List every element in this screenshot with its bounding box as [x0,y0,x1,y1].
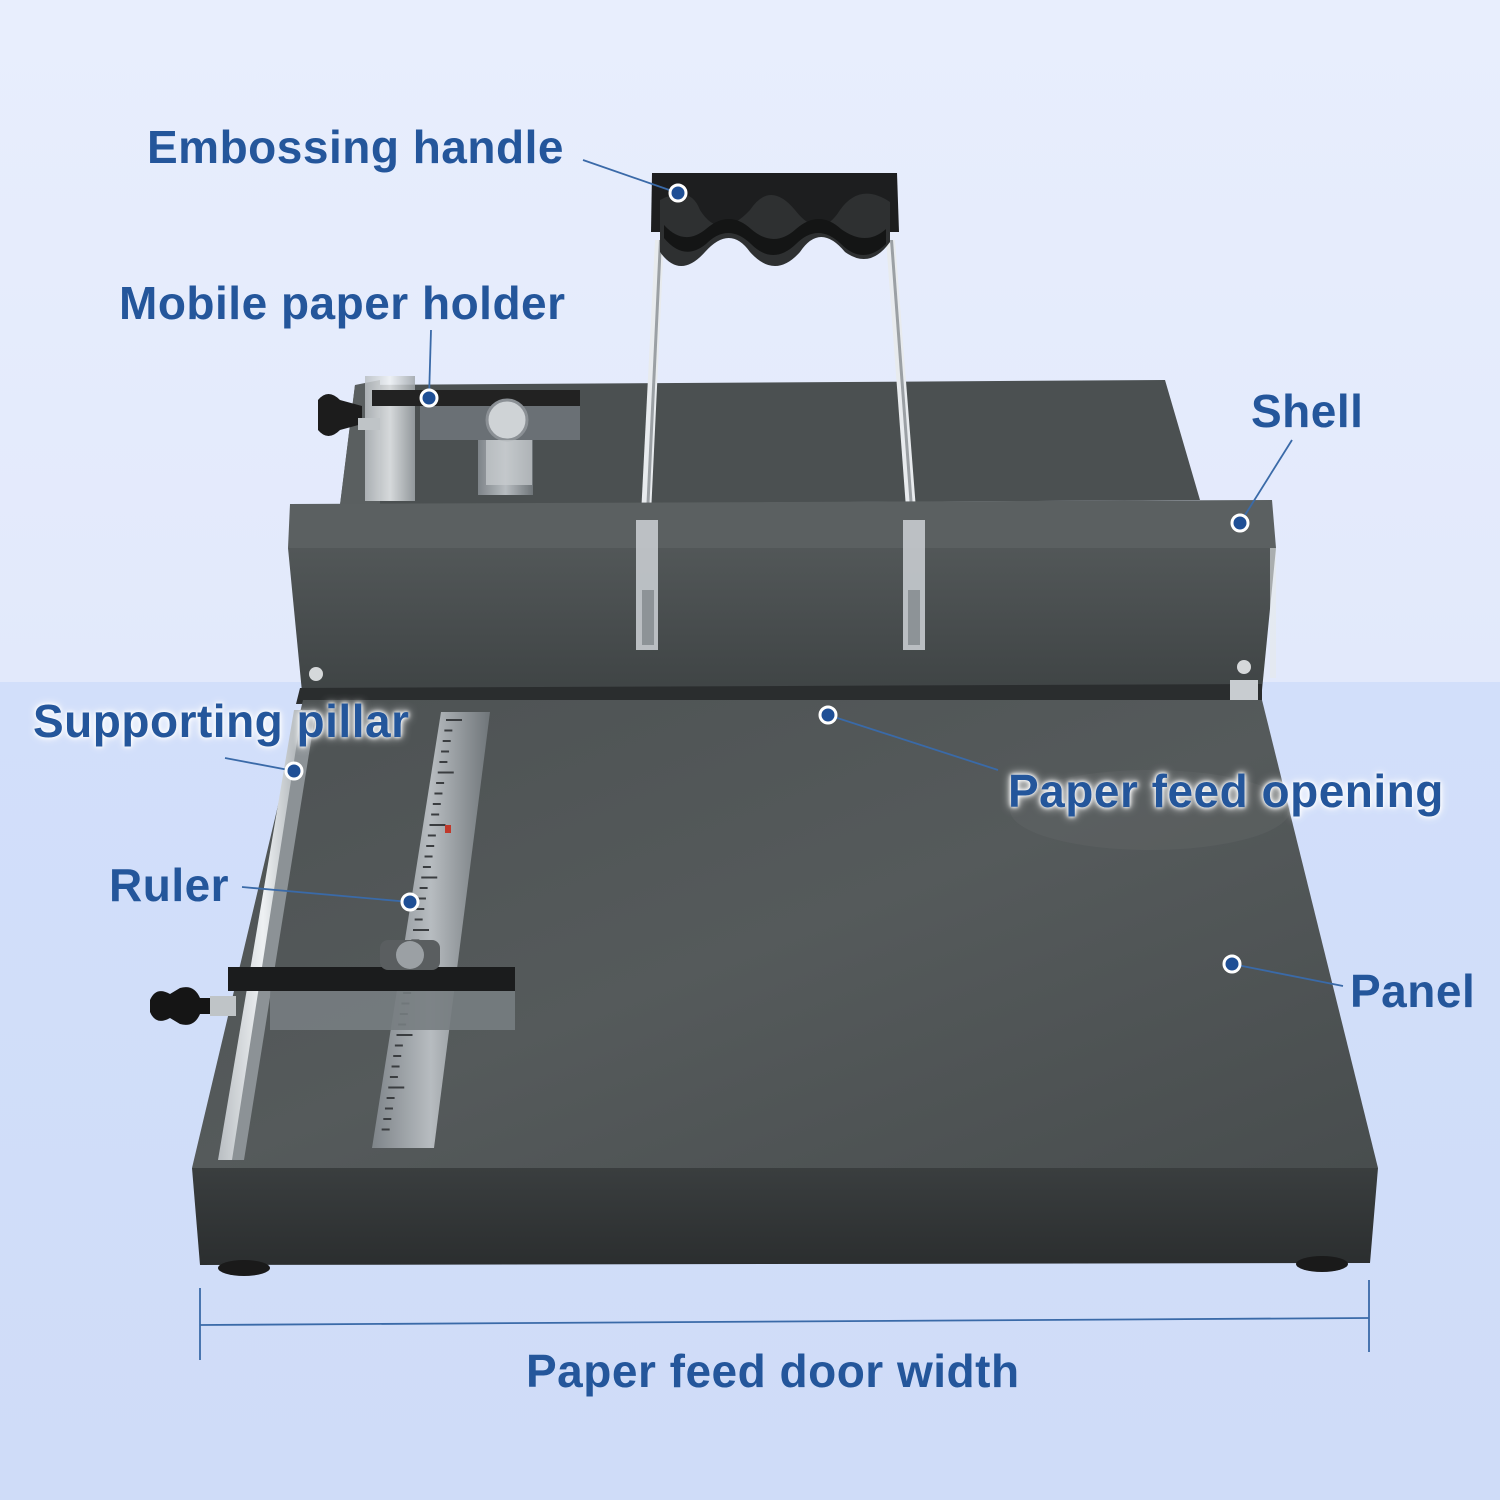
handle-arms [640,240,918,535]
label-paper-feed-door-width: Paper feed door width [526,1345,1020,1397]
label-ruler: Ruler [109,859,230,911]
label-paper-feed-opening: Paper feed opening [1008,765,1444,817]
label-supporting-pillar: Supporting pillar [33,695,410,747]
shell-box [288,500,1276,692]
front-paper-holder [150,940,515,1030]
marker-dots [284,183,1250,974]
top-paper-holder [318,376,580,501]
label-mobile-paper-holder: Mobile paper holder [119,277,566,329]
label-shell: Shell [1251,385,1364,437]
label-panel: Panel [1350,965,1476,1017]
label-embossing-handle: Embossing handle [147,121,564,173]
leader-lines [199,159,1370,1360]
feed-slot [296,680,1262,718]
left-rail [218,710,316,1160]
handle-grip [651,173,899,266]
base-panel [192,700,1378,1276]
